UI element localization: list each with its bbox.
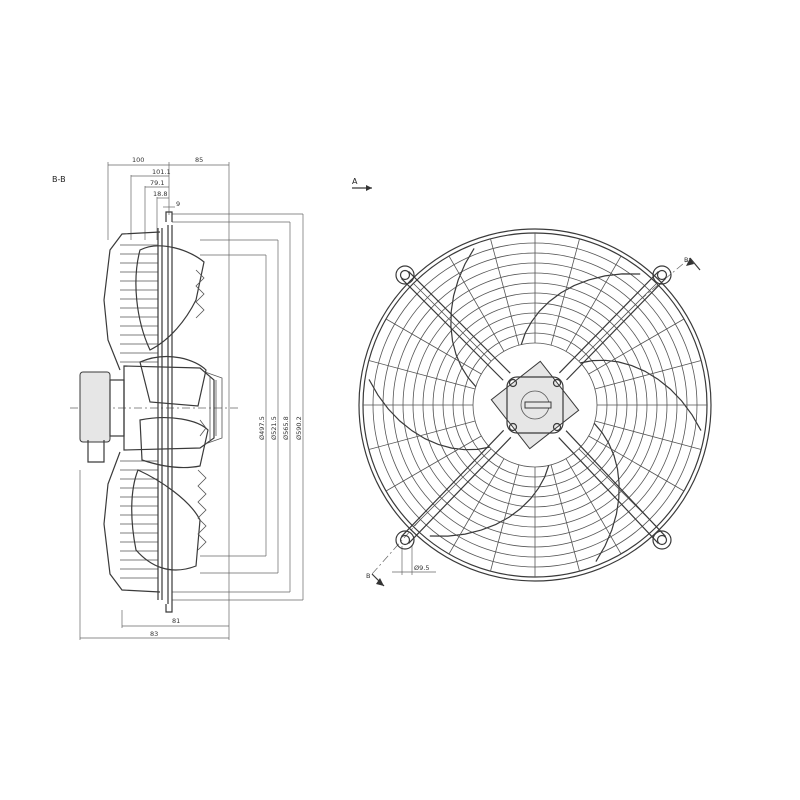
hub-bolt bbox=[552, 378, 562, 388]
guard-spoke bbox=[385, 318, 482, 375]
impeller-blade bbox=[593, 422, 620, 562]
guard-spoke bbox=[413, 283, 492, 362]
mounting-lug bbox=[395, 530, 415, 550]
mounting-strut bbox=[558, 271, 667, 381]
guard-spoke bbox=[594, 360, 702, 390]
guard-spoke bbox=[594, 420, 702, 450]
guard-spoke bbox=[368, 360, 476, 390]
guard-spoke bbox=[578, 283, 657, 362]
dim-101-1: 101.1 bbox=[152, 168, 171, 176]
impeller-blade bbox=[450, 248, 477, 388]
guard-spoke bbox=[565, 255, 622, 352]
blades-side bbox=[131, 245, 209, 571]
section-label: B-B bbox=[52, 175, 66, 184]
guard-spoke bbox=[550, 464, 580, 572]
outer-ring bbox=[358, 228, 712, 582]
dim-dia-497: Ø497.5 bbox=[258, 416, 266, 440]
front-view: A B B Ø9.5 bbox=[352, 177, 712, 587]
section-marker-b-top: B bbox=[684, 256, 688, 264]
impeller-blade bbox=[580, 359, 702, 431]
guard-spoke bbox=[550, 238, 580, 346]
mounting-hole bbox=[399, 534, 411, 546]
guard-spoke bbox=[368, 420, 476, 450]
mounting-strut bbox=[400, 429, 512, 544]
guard-side bbox=[103, 211, 173, 613]
bottom-dimensions: 81 83 bbox=[79, 470, 229, 640]
dim-100: 100 bbox=[132, 156, 144, 164]
guard-spoke bbox=[490, 464, 520, 572]
dim-dia-565: Ø565.8 bbox=[282, 416, 290, 440]
hub-bolt bbox=[508, 378, 518, 388]
mounting-strut bbox=[401, 271, 511, 381]
guard-spoke bbox=[588, 435, 685, 492]
guard-spoke bbox=[448, 255, 505, 352]
impeller-blade bbox=[520, 273, 641, 345]
mounting-strut bbox=[558, 430, 667, 544]
hole-dim-label: Ø9.5 bbox=[414, 564, 429, 572]
dim-9: 9 bbox=[176, 200, 180, 208]
nameplate bbox=[524, 401, 552, 409]
mounting-lug bbox=[395, 265, 415, 285]
mounting-lug bbox=[652, 265, 672, 285]
mounting-hole bbox=[399, 269, 411, 281]
impeller-blade bbox=[368, 379, 490, 451]
side-view: B-B 100 85 101.1 79.1 18.8 9 bbox=[52, 156, 304, 640]
section-marker-b-bottom: B bbox=[366, 572, 370, 580]
view-label-a: A bbox=[352, 177, 358, 186]
dim-18-8: 18.8 bbox=[153, 190, 167, 198]
hub-bolt bbox=[552, 422, 562, 432]
dim-79-1: 79.1 bbox=[150, 179, 164, 187]
guard-spoke bbox=[413, 448, 492, 527]
guard-spoke bbox=[588, 318, 685, 375]
guard-spoke bbox=[448, 458, 505, 555]
mounting-ring-side bbox=[157, 228, 163, 600]
mounting-hole bbox=[656, 534, 668, 546]
mounting-hole bbox=[656, 269, 668, 281]
guard-spoke bbox=[565, 458, 622, 555]
motor-side bbox=[79, 365, 223, 463]
motor-face bbox=[506, 376, 564, 434]
mounting-lug bbox=[652, 530, 672, 550]
guard-spoke bbox=[385, 435, 482, 492]
guard-spoke bbox=[490, 238, 520, 346]
dim-81: 81 bbox=[172, 617, 180, 625]
hole-dimension: Ø9.5 bbox=[392, 546, 436, 575]
impeller-blade bbox=[429, 465, 550, 537]
hub-bolt bbox=[508, 422, 518, 432]
guard-wires-side bbox=[120, 244, 158, 579]
section-marker-bottom: B bbox=[366, 519, 421, 587]
dim-dia-590: Ø590.2 bbox=[295, 416, 303, 440]
fan-guard-front bbox=[358, 228, 712, 582]
dim-83: 83 bbox=[150, 630, 158, 638]
dim-85: 85 bbox=[195, 156, 203, 164]
top-dimensions: 100 85 101.1 79.1 18.8 9 bbox=[107, 156, 304, 640]
dim-dia-521: Ø521.5 bbox=[270, 416, 278, 440]
